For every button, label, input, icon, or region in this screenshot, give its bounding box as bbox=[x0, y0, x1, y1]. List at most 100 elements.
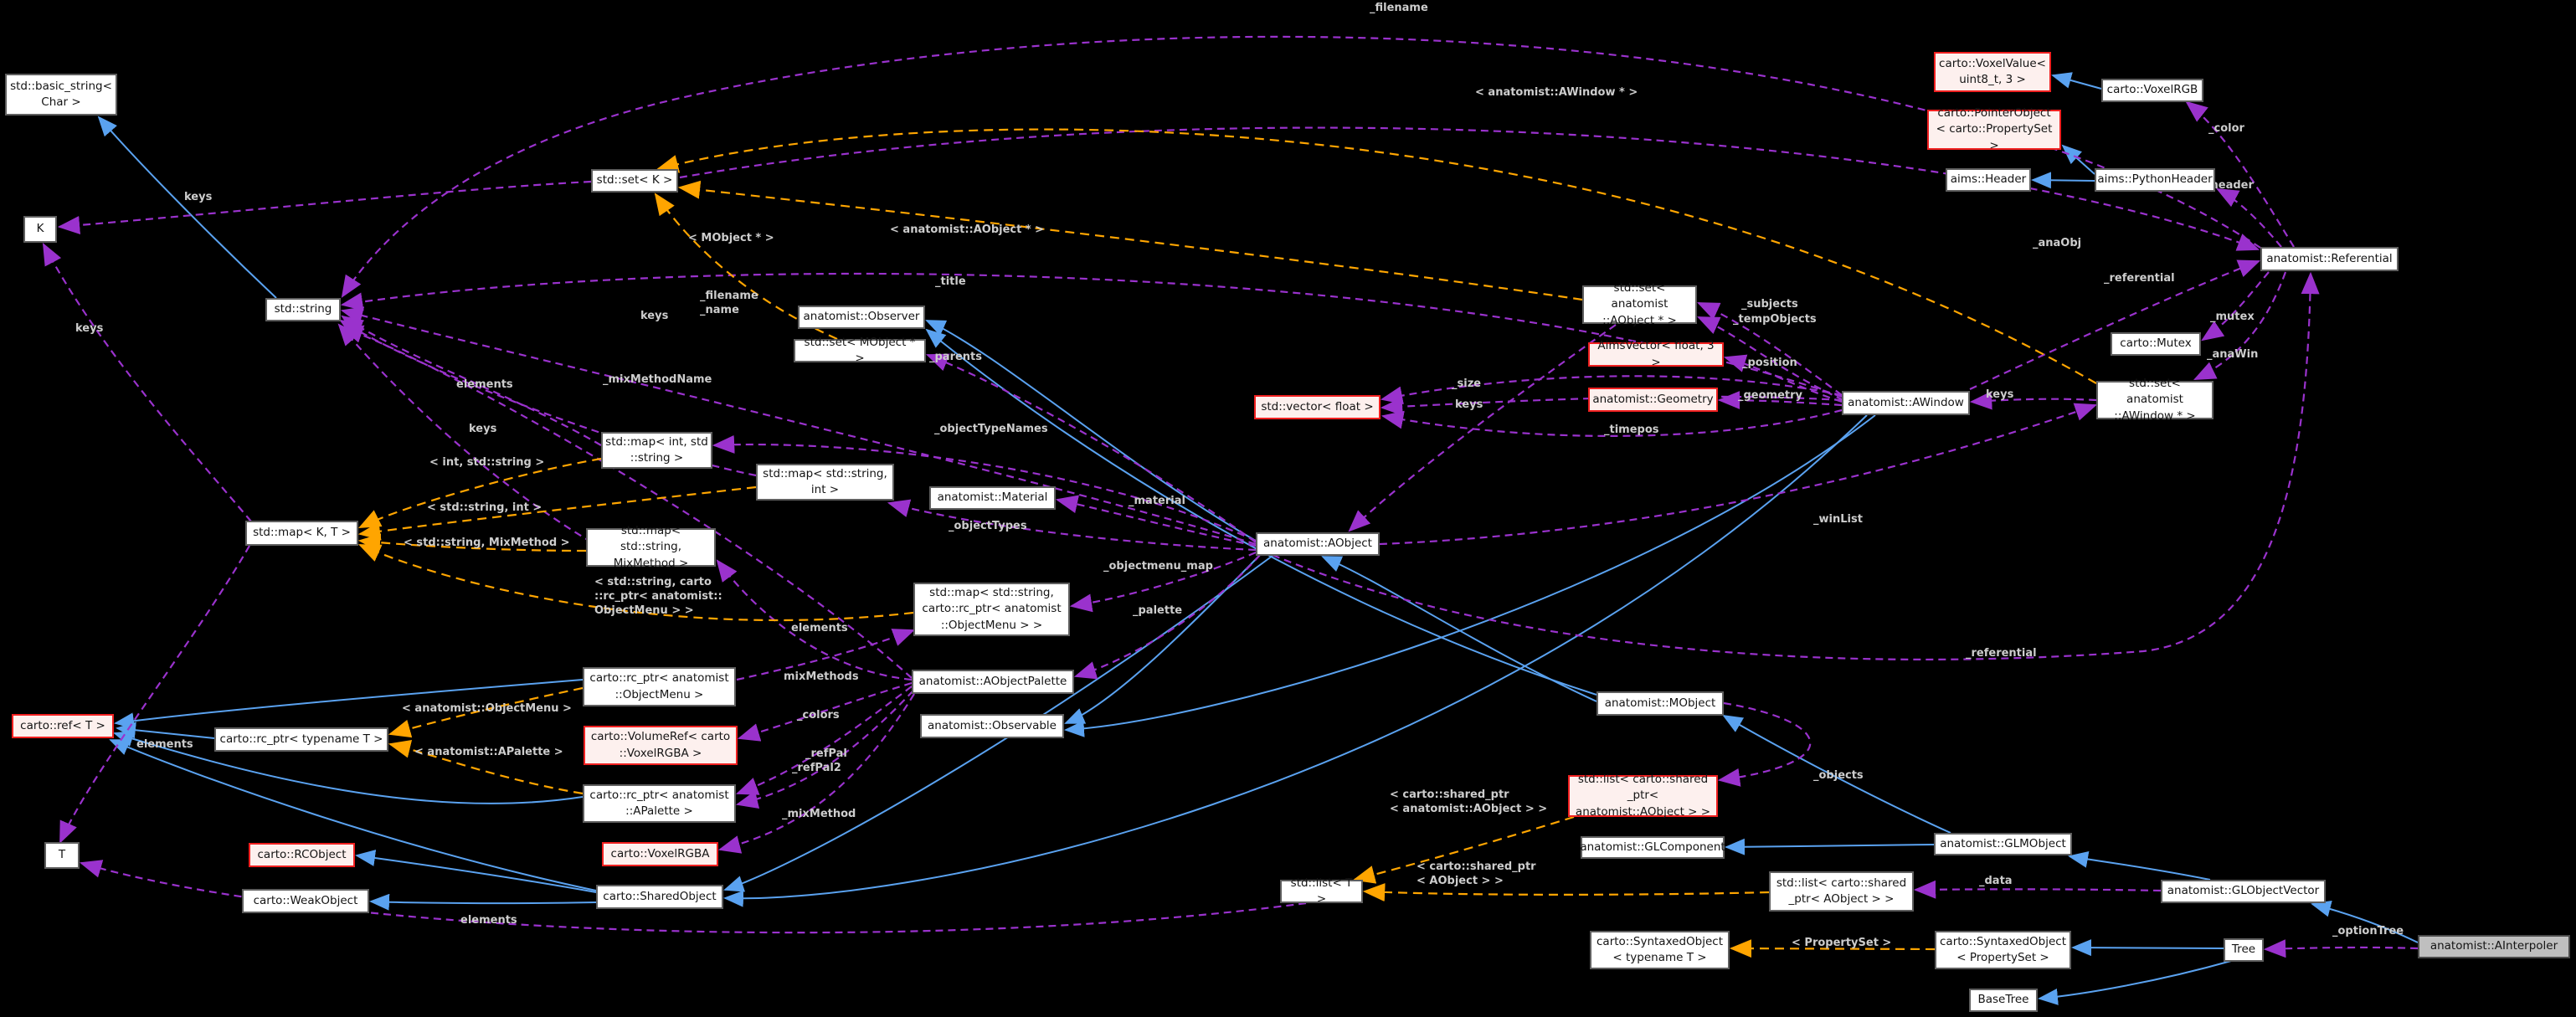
class-basetree[interactable]: BaseTree bbox=[1969, 989, 2038, 1012]
class-rcptr-objectmenu[interactable]: carto::rc_ptr< anatomist ::ObjectMenu > bbox=[583, 667, 736, 706]
class-rcptr-typename[interactable]: carto::rc_ptr< typename T > bbox=[214, 727, 388, 752]
class-header[interactable]: aims::Header bbox=[1946, 168, 2031, 192]
class-aimsvector[interactable]: AimsVector< float, 3 > bbox=[1588, 339, 1724, 369]
edge-inherit bbox=[2068, 851, 2211, 881]
class-list-shared-anat[interactable]: std::list< carto::shared _ptr< anatomist… bbox=[1568, 773, 1718, 819]
edge-inherit bbox=[369, 893, 597, 911]
class-map-int-string[interactable]: std::map< int, std ::string > bbox=[601, 432, 712, 469]
edge-label: < PropertySet > bbox=[1792, 937, 1892, 949]
edge-template bbox=[357, 543, 914, 622]
edge-inherit bbox=[109, 739, 597, 891]
edge-label: < anatomist::AObject * > bbox=[890, 223, 1045, 236]
edge-usage bbox=[1717, 701, 1812, 787]
edge-label: _data bbox=[1979, 875, 2013, 887]
class-mobject[interactable]: anatomist::MObject bbox=[1597, 691, 1724, 716]
edge-template bbox=[388, 686, 584, 738]
class-awindow[interactable]: anatomist::AWindow bbox=[1842, 391, 1970, 415]
class-set-awindow[interactable]: std::set< anatomist ::AWindow * > bbox=[2096, 377, 2214, 423]
class-list-shared-aobject[interactable]: std::list< carto::shared _ptr< AObject >… bbox=[1769, 871, 1914, 912]
class-rcobject[interactable]: carto::RCObject bbox=[249, 843, 355, 867]
edge-label: _optionTree bbox=[2332, 925, 2404, 937]
class-syntaxedobject-typename[interactable]: carto::SyntaxedObject < typename T > bbox=[1590, 931, 1730, 969]
edge-label: _winList bbox=[1813, 513, 1863, 526]
class-map-kt[interactable]: std::map< K, T > bbox=[245, 521, 358, 546]
class-set-aobject[interactable]: std::set< anatomist ::AObject * > bbox=[1582, 281, 1697, 327]
edge-label: keys bbox=[184, 191, 213, 203]
class-pythonheader[interactable]: aims::PythonHeader bbox=[2095, 168, 2215, 192]
class-voxelvalue[interactable]: carto::VoxelValue< uint8_t, 3 > bbox=[1934, 52, 2051, 92]
edge-usage bbox=[717, 693, 915, 854]
edge-label: < std::string, int > bbox=[427, 501, 542, 514]
class-voxelrgb[interactable]: carto::VoxelRGB bbox=[2101, 79, 2203, 102]
class-referential[interactable]: anatomist::Referential bbox=[2260, 247, 2399, 271]
class-geometry[interactable]: anatomist::Geometry bbox=[1588, 388, 1718, 412]
edge-label: keys bbox=[1455, 398, 1483, 411]
edge-inherit bbox=[114, 679, 584, 730]
class-syntaxedobject-propertyset[interactable]: carto::SyntaxedObject < PropertySet > bbox=[1935, 931, 2071, 969]
edge-inherit bbox=[2038, 960, 2232, 1005]
class-material[interactable]: anatomist::Material bbox=[929, 486, 1056, 510]
edge-label: < MObject * > bbox=[688, 232, 774, 244]
edge-inherit bbox=[113, 730, 584, 804]
edge-template bbox=[388, 739, 584, 795]
edge-usage bbox=[1348, 324, 1617, 532]
class-map-string-mixmethod[interactable]: std::map< std::string, MixMethod > bbox=[586, 524, 716, 570]
edge-usage bbox=[887, 499, 1257, 552]
edge-inherit bbox=[116, 722, 215, 739]
edge-label: _colors bbox=[797, 709, 840, 722]
class-observable[interactable]: anatomist::Observable bbox=[920, 714, 1064, 738]
edge-usage bbox=[2216, 187, 2282, 248]
class-sharedobject[interactable]: carto::SharedObject bbox=[596, 885, 723, 909]
edge-label: _position bbox=[1742, 357, 1797, 369]
class-voxelrgba[interactable]: carto::VoxelRGBA bbox=[602, 842, 718, 866]
class-string[interactable]: std::string bbox=[265, 298, 341, 321]
edge-label: _size bbox=[1452, 378, 1482, 390]
class-rcptr-apalette[interactable]: carto::rc_ptr< anatomist ::APalette > bbox=[583, 784, 736, 823]
edge-usage bbox=[736, 629, 916, 681]
edge-label: _anaWin bbox=[2207, 348, 2259, 361]
edge-label: < int, std::string > bbox=[429, 456, 545, 469]
edge-usage bbox=[59, 545, 250, 845]
edge-label: _geometry bbox=[1738, 389, 1803, 402]
class-map-string-int[interactable]: std::map< std::string, int > bbox=[756, 464, 894, 501]
edge-label: keys bbox=[469, 423, 497, 435]
class-k[interactable]: K bbox=[23, 216, 57, 243]
edge-label: < anatomist::AWindow * > bbox=[1475, 86, 1638, 99]
edge-usage bbox=[679, 126, 2260, 251]
edge-usage bbox=[2263, 939, 2419, 958]
class-map-objectmenu[interactable]: std::map< std::string, carto::rc_ptr< an… bbox=[913, 583, 1070, 636]
class-volumeref[interactable]: carto::VolumeRef< carto ::VoxelRGBA > bbox=[584, 726, 738, 765]
class-glcomponent[interactable]: anatomist::GLComponent bbox=[1580, 836, 1725, 859]
class-ainterpoler[interactable]: anatomist::AInterpoler bbox=[2418, 935, 2570, 958]
edge-inherit bbox=[1064, 554, 1261, 724]
class-aobjectpalette[interactable]: anatomist::AObjectPalette bbox=[912, 670, 1074, 694]
edge-label: _anaObj bbox=[2033, 237, 2082, 249]
class-aobject[interactable]: anatomist::AObject bbox=[1256, 532, 1380, 556]
class-pointerobject[interactable]: carto::PointerObject < carto::PropertySe… bbox=[1927, 106, 2061, 152]
class-set-mobject[interactable]: std::set< MObject * > bbox=[794, 336, 926, 365]
edge-label: < carto::shared_ptr < anatomist::AObject… bbox=[1390, 788, 1548, 815]
class-tree[interactable]: Tree bbox=[2224, 938, 2264, 962]
edge-inherit bbox=[97, 116, 277, 299]
edge-usage bbox=[1696, 316, 1844, 401]
class-list-t[interactable]: std::list< T > bbox=[1280, 876, 1363, 906]
class-t[interactable]: T bbox=[44, 842, 80, 869]
class-weakobject[interactable]: carto::WeakObject bbox=[242, 889, 369, 913]
class-basic-string[interactable]: std::basic_string< Char > bbox=[5, 74, 117, 116]
class-set-k[interactable]: std::set< K > bbox=[591, 169, 678, 193]
edge-label: < std::string, MixMethod > bbox=[404, 537, 570, 549]
edge-usage bbox=[42, 243, 252, 522]
edge-usage bbox=[79, 860, 1307, 934]
edge-label: _timepos bbox=[1604, 424, 1659, 436]
class-glmobject[interactable]: anatomist::GLMObject bbox=[1934, 833, 2072, 855]
class-mutex[interactable]: carto::Mutex bbox=[2111, 332, 2201, 356]
class-vector-float[interactable]: std::vector< float > bbox=[1254, 395, 1381, 419]
class-globjectvector[interactable]: anatomist::GLObjectVector bbox=[2161, 880, 2326, 903]
edge-usage bbox=[925, 353, 1257, 543]
edge-label: _tempObjects bbox=[1733, 313, 1817, 326]
class-ref-t[interactable]: carto::ref< T > bbox=[12, 714, 114, 738]
edge-label: _referential bbox=[1966, 647, 2037, 660]
edge-template bbox=[1729, 939, 1936, 958]
edge-usage bbox=[2193, 271, 2287, 380]
class-observer[interactable]: anatomist::Observer bbox=[798, 306, 925, 329]
